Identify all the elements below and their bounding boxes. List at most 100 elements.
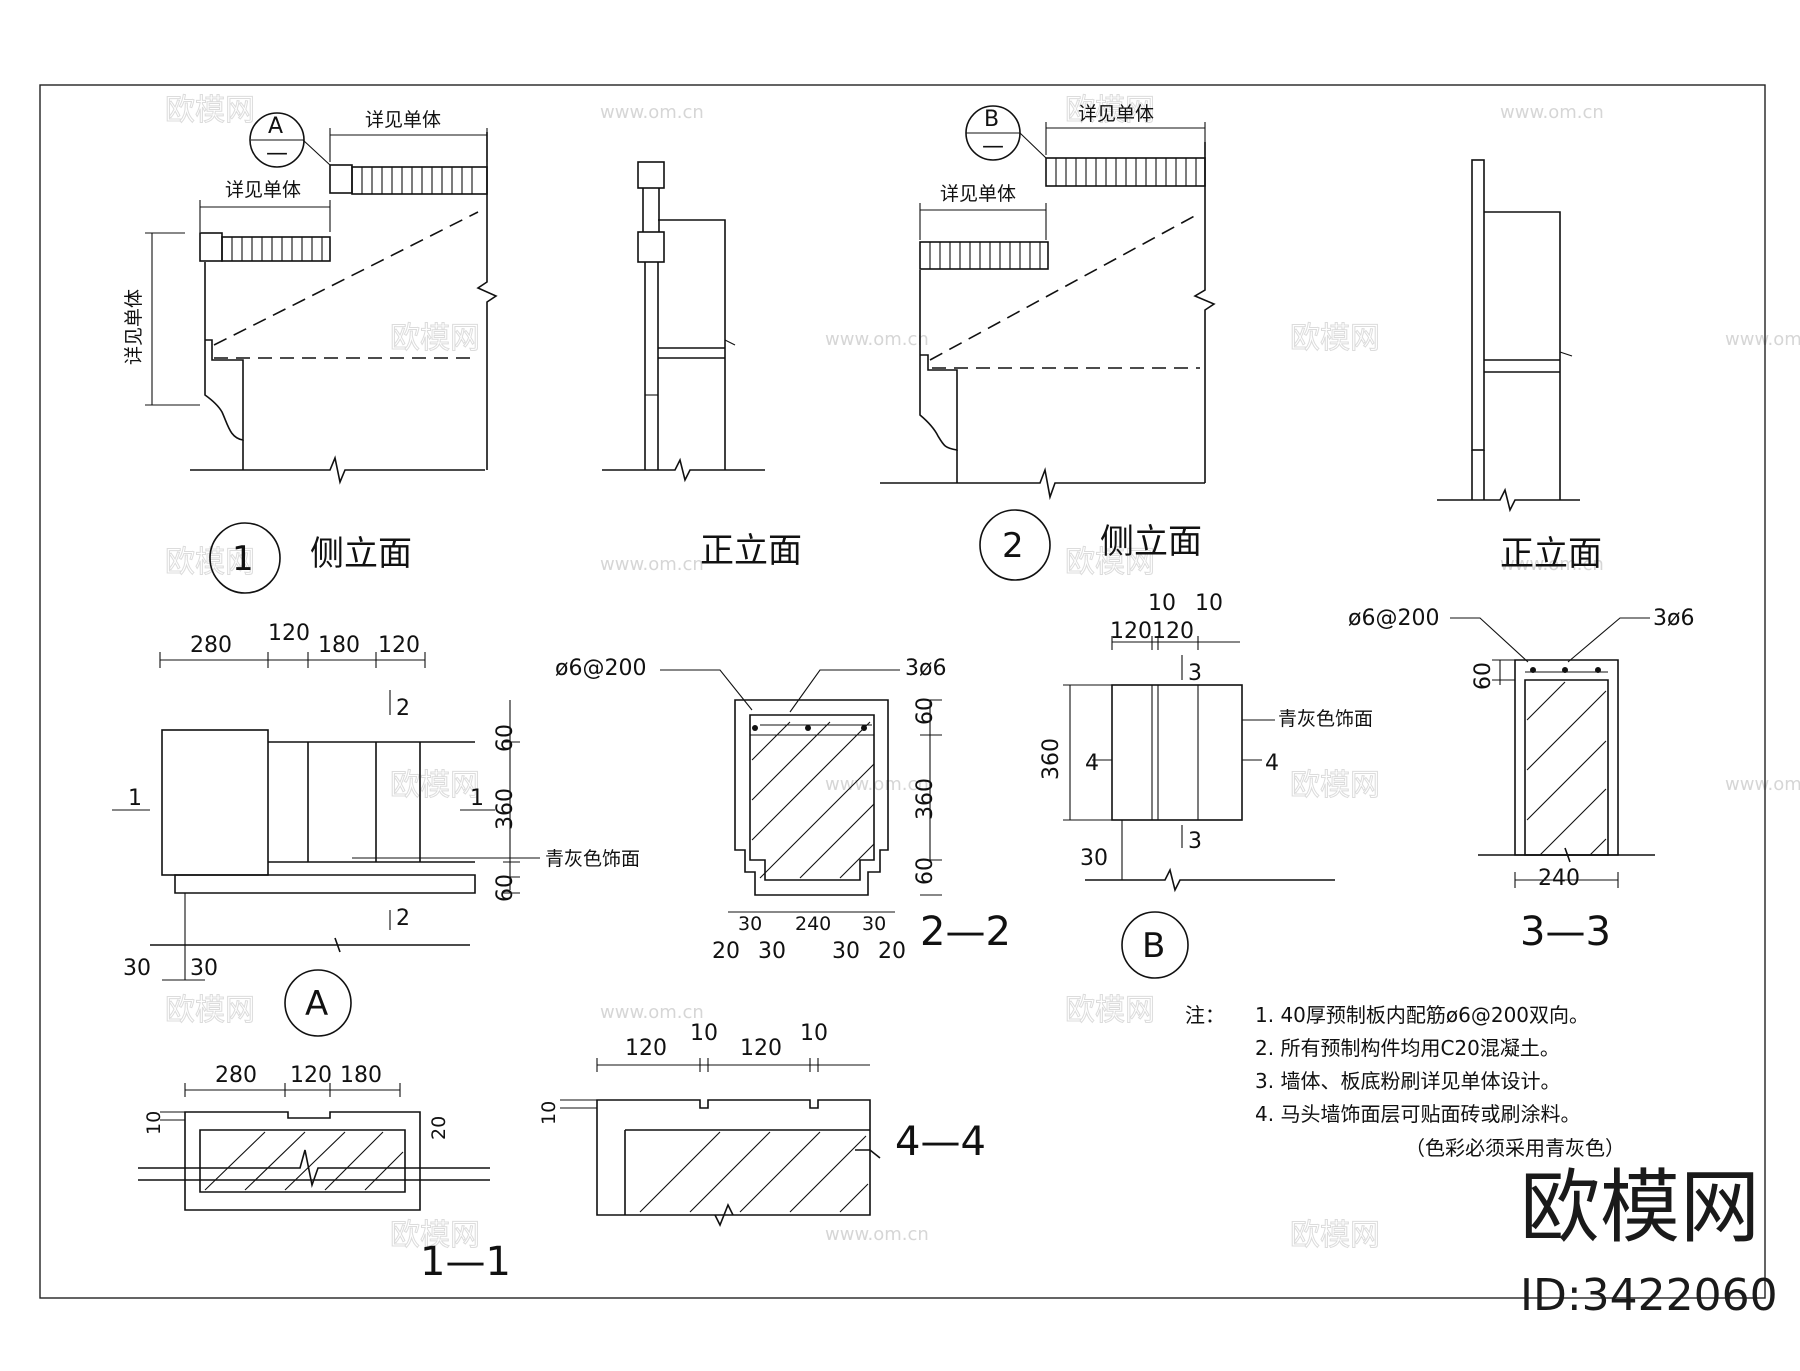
label-detail-see-unit: 详见单体 [123, 289, 145, 365]
dim-30: 30 [758, 939, 786, 964]
label-detail-see-unit: 详见单体 [365, 109, 441, 131]
watermark-name: 欧模网 [1065, 993, 1155, 1028]
dim-line [1514, 872, 1619, 888]
note-paren: （色彩必须采用青灰色） [1405, 1136, 1625, 1160]
section-2-2: ø6@200 3ø6 60 360 60 30 240 30 20 30 30 … [555, 656, 1011, 964]
dim-30: 30 [1080, 846, 1108, 871]
dim-20: 20 [712, 939, 740, 964]
detail-2-front-elevation: 正立面 [1437, 159, 1602, 574]
front-cap [637, 231, 665, 263]
section-4-4: 120 10 120 10 10 4—4 [538, 1021, 986, 1227]
dim-30: 30 [190, 956, 218, 981]
cut-mark-1: 1 [470, 786, 484, 811]
dim-120: 120 [378, 633, 420, 658]
dim-280: 280 [215, 1063, 257, 1088]
drawing-frame [39, 84, 1766, 1299]
dim-20: 20 [428, 1116, 450, 1140]
detail-number: 1 [232, 539, 254, 579]
corbel-profile [919, 270, 958, 451]
title-front-elevation: 正立面 [1500, 534, 1602, 574]
cap-tiles [351, 166, 488, 195]
dim-120: 120 [625, 1036, 667, 1061]
watermark-name: 欧模网 [165, 93, 255, 128]
cut-mark-2: 2 [396, 906, 410, 931]
detail-1-front-elevation: 正立面 [602, 161, 802, 571]
watermark-url: www.om.cn [825, 329, 929, 350]
ground-line [1437, 487, 1580, 513]
callout-b-sub: — [982, 134, 1004, 159]
note-item: 4. 马头墙饰面层可贴面砖或刷涂料。 [1255, 1102, 1580, 1126]
section-outline [184, 1111, 421, 1211]
plinth [174, 874, 476, 894]
section-core [749, 714, 875, 881]
dim-30: 30 [738, 913, 762, 935]
dim-60: 60 [493, 874, 518, 902]
ground-line [880, 467, 1205, 501]
brand-logo: 欧模网 [1520, 1161, 1760, 1254]
roof-slope [929, 212, 1201, 361]
cut-mark-4: 4 [1265, 751, 1279, 776]
hatch [204, 1131, 404, 1191]
label-rebar-top: 3ø6 [1653, 606, 1694, 631]
ground-line [1478, 847, 1655, 863]
cut-mark-3: 3 [1188, 661, 1202, 686]
dim-60: 60 [1471, 662, 1496, 690]
front-cap [1471, 159, 1485, 451]
section-title-2-2: 2—2 [920, 909, 1011, 955]
section-title-4-4: 4—4 [895, 1119, 986, 1165]
note-item: 2. 所有预制构件均用C20混凝土。 [1255, 1036, 1560, 1060]
hatch [639, 1131, 869, 1213]
detail-number-circle [979, 509, 1051, 581]
detail-number-circle [209, 522, 281, 594]
watermark-name: 欧模网 [390, 1218, 480, 1253]
dim-line [159, 652, 426, 668]
cap-block [199, 232, 223, 262]
callout-b-letter: B [984, 107, 999, 132]
watermark-name: 欧模网 [1065, 93, 1155, 128]
title-front-elevation: 正立面 [700, 531, 802, 571]
label-rebar-top: 3ø6 [905, 656, 946, 681]
front-wall [1484, 211, 1561, 500]
section-1-1: 280 120 180 10 20 1—1 [138, 1063, 511, 1285]
watermark-url: www.om.cn [600, 554, 704, 575]
break-line [476, 132, 498, 470]
section-title-1-1: 1—1 [420, 1239, 511, 1285]
detail-letter-circle [284, 969, 352, 1037]
watermark-url: www.om.cn [600, 102, 704, 123]
dim-120120: 120120 [1110, 619, 1194, 644]
title-side-elevation: 侧立面 [310, 534, 412, 574]
dim-120: 120 [268, 621, 310, 646]
dim-360: 360 [493, 788, 518, 830]
pier-block [161, 729, 269, 876]
dim-60: 60 [493, 724, 518, 752]
detail-letter-circle [1121, 911, 1189, 979]
section-core [624, 1129, 870, 1215]
dim-10: 10 [143, 1111, 165, 1135]
dim-line [145, 232, 200, 406]
note-item: 3. 墙体、板底粉刷详见单体设计。 [1255, 1069, 1560, 1093]
hatch [751, 721, 875, 879]
corbel-profile [204, 262, 244, 441]
hatch [1526, 681, 1607, 856]
watermark-url: www.om.cn [1500, 102, 1604, 123]
dim-240: 240 [795, 913, 831, 935]
label-detail-see-unit: 详见单体 [225, 179, 301, 201]
dim-30: 30 [832, 939, 860, 964]
label-detail-see-unit: 详见单体 [1078, 103, 1154, 125]
label-rebar-spacing: ø6@200 [555, 656, 646, 681]
ground-line [1085, 867, 1335, 893]
dim-360: 360 [1039, 738, 1064, 780]
roof-slope [213, 211, 479, 346]
dim-line [596, 1058, 870, 1072]
dim-line [184, 1083, 401, 1097]
watermark-url: www.om.cn [1725, 774, 1800, 795]
cap-tiles [221, 236, 331, 262]
dim-120: 120 [290, 1063, 332, 1088]
detail-1-side-elevation: 详见单体 详见单体 详见单体 A — 1 侧立面 [123, 109, 498, 594]
dim-240: 240 [1538, 866, 1580, 891]
section-title-3-3: 3—3 [1520, 909, 1611, 955]
watermark-name: 欧模网 [1290, 1218, 1380, 1253]
cut-mark-2: 2 [396, 696, 410, 721]
cut-mark-1: 1 [128, 786, 142, 811]
dim-10: 10 [1195, 591, 1223, 616]
